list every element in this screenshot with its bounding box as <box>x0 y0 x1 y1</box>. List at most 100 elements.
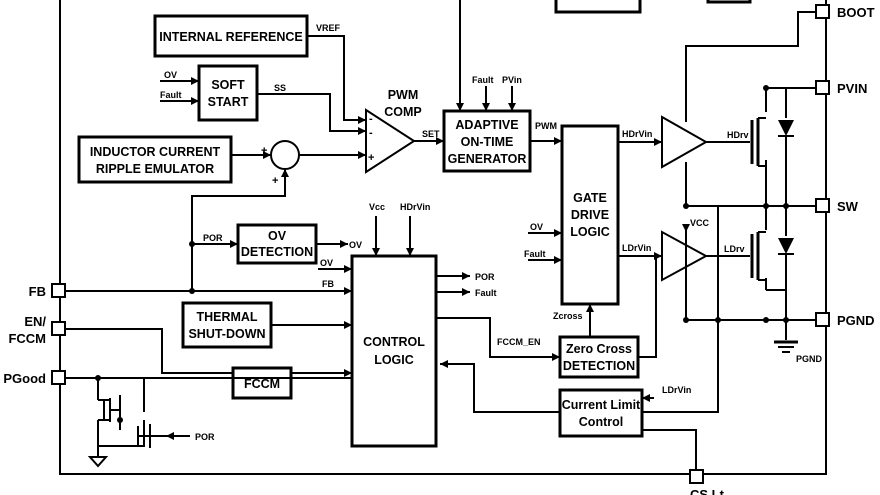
ic-outline <box>59 0 827 475</box>
pwm-comp-label-2: COMP <box>384 105 422 119</box>
top-partial-box-right <box>706 0 752 4</box>
pgnd-label: PGND <box>837 313 875 328</box>
arrowheads <box>166 77 690 440</box>
internal-reference-label: INTERNAL REFERENCE <box>159 30 303 44</box>
current-limit-control-block: Current Limit Control <box>558 388 644 438</box>
ov-ctrl-label: OV <box>320 258 333 268</box>
pgood-pin <box>51 370 66 385</box>
aot-label-2: ON-TIME <box>461 135 514 149</box>
ov-gate-label: OV <box>530 222 543 232</box>
signal-labels: VREF OV Fault SS SET PWM Fault PVin HDrV… <box>160 23 823 442</box>
ov-out-label: OV <box>349 240 362 250</box>
gate-drive-logic-block: GATE DRIVE LOGIC <box>560 124 620 306</box>
comp-minus-1: - <box>369 113 373 125</box>
boot-label: BOOT <box>837 5 875 20</box>
ov-in-label: OV <box>164 70 177 80</box>
soft-start-block: SOFT START <box>197 64 259 122</box>
fb-label: FB <box>29 284 46 299</box>
inductor-label-2: RIPPLE EMULATOR <box>96 162 214 176</box>
en-label: EN/ <box>24 314 46 329</box>
top-partial-box-left <box>554 0 642 14</box>
pvin-pin <box>815 80 830 95</box>
zero-cross-label-1: Zero Cross <box>566 342 632 356</box>
fault-gate-label: Fault <box>524 249 546 259</box>
wires <box>64 0 816 472</box>
sum-plus-2: + <box>272 175 278 187</box>
boot-pin <box>815 4 830 19</box>
bottom-pin-label: CS Lt <box>690 487 725 495</box>
ov-detection-label-2: DETECTION <box>241 245 313 259</box>
inductor-label-1: INDUCTOR CURRENT <box>90 145 221 159</box>
pgnd-pin <box>815 312 830 327</box>
gate-label-2: DRIVE <box>571 208 609 222</box>
fccm-pin-label: FCCM <box>8 331 46 346</box>
zero-cross-detection-block: Zero Cross DETECTION <box>558 335 640 379</box>
pgood-label: PGood <box>3 371 46 386</box>
fccm-label: FCCM <box>244 377 280 391</box>
high-side-driver <box>661 115 709 169</box>
pwm-comp-label-1: PWM <box>388 88 419 102</box>
summing-junction: + + <box>261 140 300 187</box>
current-limit-label-2: Control <box>579 415 623 429</box>
fb-ctrl-label: FB <box>322 279 334 289</box>
sum-plus-1: + <box>261 145 267 157</box>
bottom-pin <box>689 469 704 484</box>
control-logic-label-2: LOGIC <box>374 353 414 367</box>
por-ov-label: POR <box>203 233 223 243</box>
adaptive-on-time-block: ADAPTIVE ON-TIME GENERATOR <box>442 109 532 173</box>
ground-symbol-pgood <box>87 456 109 468</box>
set-label: SET <box>422 129 440 139</box>
high-side-mosfet <box>750 117 794 167</box>
internal-reference-block: INTERNAL REFERENCE <box>153 14 309 58</box>
junction-dots <box>95 85 789 423</box>
ss-label: SS <box>274 83 286 93</box>
pvin-label: PVIN <box>837 81 867 96</box>
pgood-transistors <box>98 398 151 448</box>
thermal-shutdown-block: THERMAL SHUT-DOWN <box>181 301 273 349</box>
fccm-block: FCCM <box>231 366 293 400</box>
inductor-emulator-block: INDUCTOR CURRENT RIPPLE EMULATOR <box>77 135 233 184</box>
ldrvin-cl-label: LDrVin <box>662 385 691 395</box>
soft-start-label-2: START <box>208 95 249 109</box>
vcc-ctrl-label: Vcc <box>369 202 385 212</box>
aot-label-3: GENERATOR <box>448 152 527 166</box>
zcross-label: Zcross <box>553 311 583 321</box>
vref-label: VREF <box>316 23 341 33</box>
pwm-comparator: - - + PWM COMP <box>365 88 422 174</box>
soft-start-label-1: SOFT <box>211 78 245 92</box>
vcc-amp-label: VCC <box>690 218 710 228</box>
ov-detection-label-1: OV <box>268 229 287 243</box>
current-limit-label-1: Current Limit <box>562 398 641 412</box>
por-pgood-label: POR <box>195 432 215 442</box>
sw-pin <box>815 198 830 213</box>
pgnd-gnd-label: PGND <box>796 354 823 364</box>
fccm-en-label: FCCM_EN <box>497 337 541 347</box>
ldrv-label: LDrv <box>724 244 745 254</box>
control-logic-label-1: CONTROL <box>363 335 425 349</box>
pvin-top-label: PVin <box>502 75 522 85</box>
fault-top-label: Fault <box>472 75 494 85</box>
ov-detection-block: OV DETECTION <box>236 223 318 265</box>
low-side-mosfet <box>750 231 794 281</box>
fb-pin <box>51 283 66 298</box>
thermal-label-1: THERMAL <box>196 310 257 324</box>
comp-plus: + <box>368 152 374 164</box>
zero-cross-label-2: DETECTION <box>563 359 635 373</box>
gate-label-3: LOGIC <box>570 225 610 239</box>
hdrvin-ctrl-label: HDrVin <box>400 202 430 212</box>
hdrvin-label: HDrVin <box>622 129 652 139</box>
low-side-driver <box>661 230 709 282</box>
hdrv-label: HDrv <box>727 130 749 140</box>
en-fccm-pin <box>51 321 66 336</box>
ldrvin-label: LDrVin <box>622 243 651 253</box>
pwm-label: PWM <box>535 121 557 131</box>
sw-label: SW <box>837 199 859 214</box>
comp-minus-2: - <box>369 127 373 139</box>
thermal-label-2: SHUT-DOWN <box>188 327 265 341</box>
aot-label-1: ADAPTIVE <box>455 118 518 132</box>
fault-in-label: Fault <box>160 90 182 100</box>
ground-symbol-pgnd <box>774 320 798 353</box>
fault-out-label: Fault <box>475 288 497 298</box>
gate-label-1: GATE <box>573 191 607 205</box>
